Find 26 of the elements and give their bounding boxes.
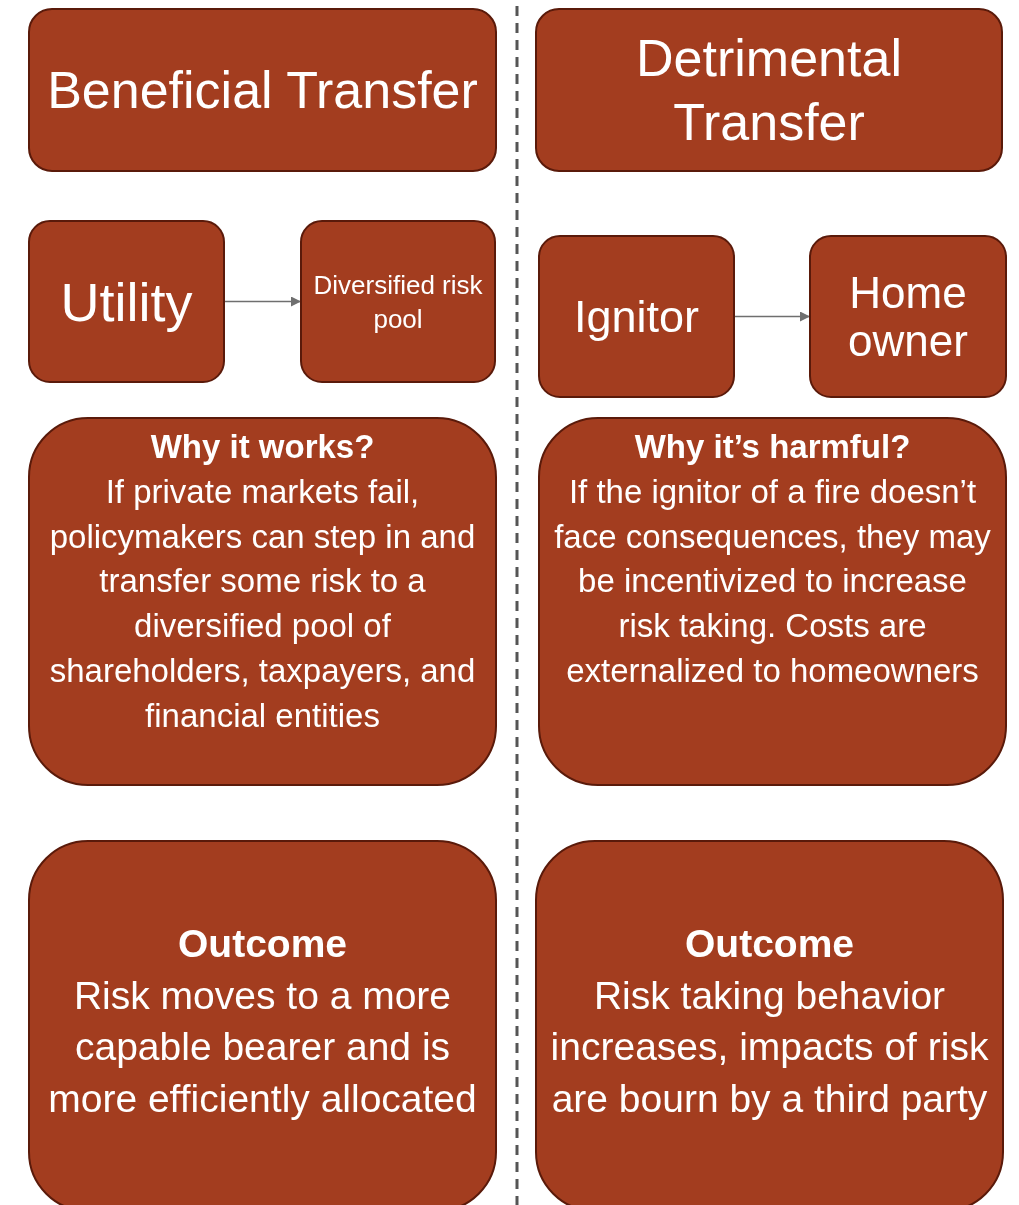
- arrow: [734, 311, 810, 322]
- box-label: Detrimental Transfer: [635, 28, 903, 153]
- box-label: Ignitor: [573, 289, 700, 344]
- box-label: Diversified risk pool: [312, 268, 484, 336]
- box-heading: Why it’s harmful?: [634, 427, 911, 467]
- box-text: If private markets fail, policymakers can step in and transfer some risk to a diversified pool of shareholders, taxpayers, and financial entities: [48, 471, 477, 736]
- arrow: [224, 296, 301, 307]
- box-heading: Why it works?: [150, 427, 375, 467]
- actor-box: [28, 220, 225, 383]
- box-text: Risk moves to a more capable bearer and is more efficiently allocated: [47, 972, 478, 1122]
- outcome-box: [535, 840, 1004, 1205]
- explanation-box: [28, 417, 497, 786]
- heading-box: [28, 8, 497, 172]
- box-heading: Outcome: [178, 921, 347, 967]
- outcome-box: [28, 840, 497, 1205]
- heading-box: [535, 8, 1003, 172]
- box-text: Risk taking behavior increases, impacts of risk are bourn by a third party: [549, 972, 990, 1122]
- box-heading: Outcome: [685, 921, 854, 967]
- box-label: Beneficial Transfer: [47, 60, 478, 121]
- explanation-box: [538, 417, 1007, 786]
- box-label: Home owner: [847, 268, 969, 365]
- box-label: Utility: [60, 270, 193, 333]
- actor-box: [300, 220, 496, 383]
- actor-box: [809, 235, 1007, 398]
- box-text: If the ignitor of a fire doesn’t face consequences, they may be incentivized to increase risk taking. Costs are externalized to homeowners: [553, 471, 992, 691]
- actor-box: [538, 235, 735, 398]
